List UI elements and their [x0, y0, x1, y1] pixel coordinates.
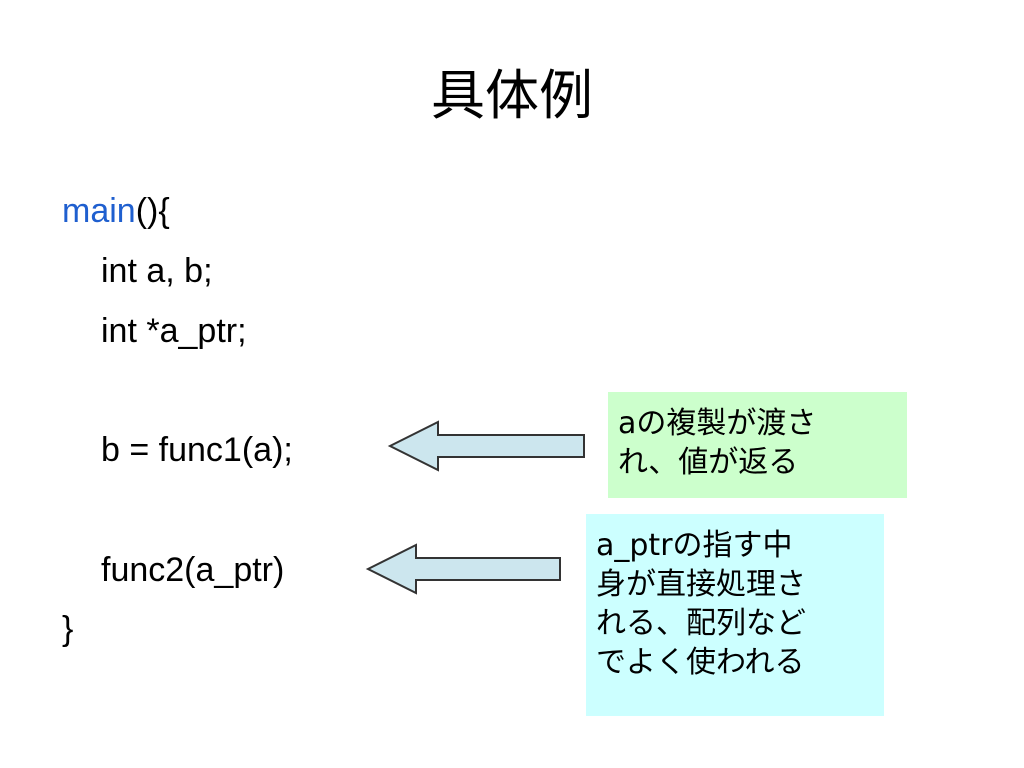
code-decl-ptr: int *a_ptr; — [101, 312, 247, 350]
left-arrow-func1 — [387, 420, 585, 472]
left-arrow-func2 — [365, 543, 561, 595]
pointer-note-line: れる、配列など — [596, 606, 806, 641]
copy-note: aの複製が渡さ れ、値が返る — [608, 392, 907, 498]
code-close-brace: } — [62, 610, 74, 648]
code-call-func1: b = func1(a); — [101, 431, 293, 469]
code-call-func2: func2(a_ptr) — [101, 551, 285, 589]
copy-note-line: れ、値が返る — [618, 445, 799, 480]
pointer-note-line: でよく使われる — [596, 645, 805, 680]
pointer-note-line: a_ptrの指す中 — [596, 528, 793, 563]
pointer-note-line: 身が直接処理さ — [596, 567, 806, 602]
copy-note-line: aの複製が渡さ — [618, 406, 817, 441]
main-open-paren: (){ — [135, 192, 170, 230]
slide-title: 具体例 — [431, 64, 593, 127]
pointer-note: a_ptrの指す中 身が直接処理さ れる、配列など でよく使われる — [586, 514, 884, 716]
main-keyword: main — [62, 192, 136, 230]
code-decl-ab: int a, b; — [101, 252, 213, 290]
code-main-signature: main(){ — [62, 191, 170, 231]
